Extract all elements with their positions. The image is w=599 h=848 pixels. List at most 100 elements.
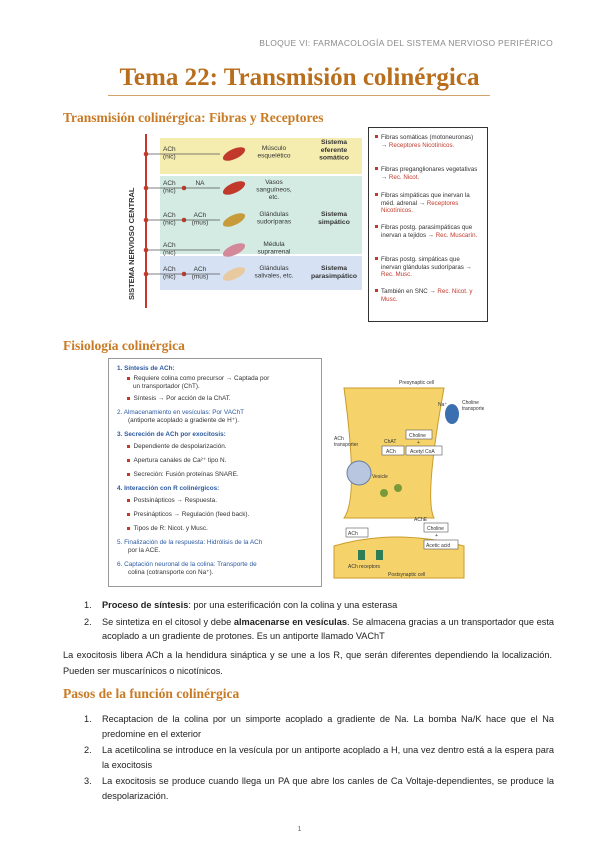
system-label: Sistema xyxy=(321,211,347,218)
neurotransmitter-label: (mus) xyxy=(192,274,209,281)
neurotransmitter-label: ACh xyxy=(163,266,176,273)
choline-transporter-shape xyxy=(445,404,459,424)
synapse-label-ache: AChE xyxy=(414,517,428,523)
organ-icon xyxy=(222,147,246,161)
fiber-origin xyxy=(143,185,149,191)
section-heading-fibras: Transmisión colinérgica: Fibras y Recept… xyxy=(63,110,324,125)
parasympathetic-band xyxy=(160,256,362,290)
synthesis-list: 1.Proceso de síntesis: por una esterific… xyxy=(84,598,554,646)
synapse-label-choline-transporter: transporter xyxy=(462,406,484,412)
synapse-label-na: Na⁺ xyxy=(438,402,447,408)
synapse-label-plus: + xyxy=(417,440,420,446)
physiology-step-line: 5. Finalización de la respuesta: Hidróli… xyxy=(117,539,263,546)
receptor-item: Fibras simpáticas que inervan la méd. ad… xyxy=(375,192,481,215)
neurotransmitter-label: ACh xyxy=(163,180,176,187)
system-label: Sistema xyxy=(321,265,347,272)
system-label: Sistema xyxy=(321,139,347,146)
system-label: eferente xyxy=(321,147,348,154)
physiology-step-line: Postsinápticos → Respuesta. xyxy=(127,497,217,505)
neurotransmitter-label: ACh xyxy=(163,146,176,153)
organ-icon xyxy=(222,243,246,257)
organ-icon xyxy=(222,267,246,281)
neurotransmitter-label: (mus) xyxy=(192,220,209,227)
physiology-step-line: Presinápticos → Regulación (feed back). xyxy=(127,511,249,519)
receptor-item: Fibras somáticas (motoneuronas) → Recept… xyxy=(375,134,481,149)
section-heading-fisiologia: Fisiología colinérgica xyxy=(63,338,185,353)
neurotransmitter-label: ACh xyxy=(194,212,207,219)
synapse-label-presynaptic: Presynaptic cell xyxy=(399,380,434,386)
somatic-band xyxy=(160,138,362,174)
physiology-step-line: por la ACE. xyxy=(128,547,161,554)
receptor-item: Fibras postg. parasimpáticas que inervan… xyxy=(375,224,481,239)
receptor-item: También en SNC → Rec. Nicot. y Musc. xyxy=(375,288,481,303)
organ-icon xyxy=(222,213,246,227)
physiology-step-line: (antiporte acoplado a gradiente de H⁺). xyxy=(128,417,240,424)
organ-label: Glándulas xyxy=(259,265,289,272)
organ-label: Médula xyxy=(263,241,285,248)
system-label: simpático xyxy=(318,219,350,226)
physiology-step-line: 3. Secreción de ACh por exocitosis: xyxy=(117,431,226,438)
neurotransmitter-label: ACh xyxy=(163,242,176,249)
synapse-label-chat: ChAT xyxy=(384,439,396,445)
organ-label: Glándulas xyxy=(259,211,289,218)
synapse-label-acetic-acid: Acetic acid xyxy=(426,543,450,549)
neurotransmitter-label: (nic) xyxy=(163,274,176,281)
synapse-label-ach-transporter: transporter xyxy=(334,442,359,448)
physiology-steps-list: 1. Síntesis de ACh:Requiere colina como … xyxy=(108,358,322,587)
organ-label: esquelético xyxy=(258,153,291,160)
physiology-step-line: un transportador (ChT). xyxy=(133,383,200,390)
page-number: 1 xyxy=(297,826,302,833)
list-item: 2.Se sintetiza en el citosol y debe alma… xyxy=(84,616,554,642)
physiology-step-line: Síntesis → Por acción de la ChAT. xyxy=(127,395,231,403)
receptor-shape xyxy=(358,550,365,560)
neurotransmitter-label: (nic) xyxy=(163,220,176,227)
section-heading-pasos: Pasos de la función colinérgica xyxy=(63,686,240,701)
sympathetic-band xyxy=(160,176,362,254)
fiber-origin xyxy=(143,247,149,253)
list-item: 3.La exocitosis se produce cuando llega … xyxy=(84,776,554,801)
running-header: BLOQUE VI: FARMACOLOGÍA DEL SISTEMA NERV… xyxy=(259,38,553,48)
physiology-step-line: Requiere colina como precursor → Captada… xyxy=(127,375,269,383)
synapse-label-choline: Choline xyxy=(409,433,426,439)
steps-list: 1.Recaptacion de la colina por un simpor… xyxy=(84,712,554,805)
physiology-figure: 1. Síntesis de ACh:Requiere colina como … xyxy=(108,358,484,587)
organ-icon xyxy=(222,181,246,195)
vesicle xyxy=(346,460,372,486)
list-item: 2.La acetilcolina se introduce en la ves… xyxy=(84,745,554,770)
synapse-label-ach-receptors: ACh receptors xyxy=(348,564,380,570)
receptor-summary-box: Fibras somáticas (motoneuronas) → Recept… xyxy=(368,127,488,322)
synapse-label-choline-transporter: Choline xyxy=(462,400,479,406)
synapse-label-plus-cleft: + xyxy=(435,533,438,539)
organ-label: Músculo xyxy=(262,145,287,152)
neurotransmitter-label: ACh xyxy=(194,266,207,273)
organ-label: etc. xyxy=(269,194,280,201)
physiology-step-line: Tipos de R: Nicot. y Musc. xyxy=(127,525,208,533)
page-title: Tema 22: Transmisión colinérgica xyxy=(119,64,480,91)
organ-label: Vasos xyxy=(265,179,283,186)
system-label: somático xyxy=(319,155,349,162)
physiology-step-line: Apertura canales de Ca²⁺ tipo N. xyxy=(127,457,226,465)
synapse-label-ach: ACh xyxy=(386,449,396,455)
fiber-origin xyxy=(143,271,149,277)
fiber-origin xyxy=(143,151,149,157)
synapse-label-choline-cleft: Choline xyxy=(427,526,444,532)
list-item: 1.Recaptacion de la colina por un simpor… xyxy=(84,714,554,739)
neurotransmitter-label: (nic) xyxy=(163,188,176,195)
physiology-step-line: Dependiente de despolarización. xyxy=(127,443,227,451)
organ-label: salivales, etc. xyxy=(254,273,293,280)
neurotransmitter-label: NA xyxy=(195,180,205,187)
exocytosis-paragraph: La exocitosis libera ACh a la hendidura … xyxy=(63,650,552,676)
organ-label: sudoríparas xyxy=(257,219,292,226)
physiology-step-line: Secreción: Fusión proteínas SNARE. xyxy=(127,471,239,479)
synapse-label-postsynaptic: Postsynaptic cell xyxy=(388,572,425,578)
fiber-origin xyxy=(143,217,149,223)
receptor-item: Fibras preganglionares vegetativas → Rec… xyxy=(375,166,481,181)
synapse-label-vesicle: Vesicle xyxy=(372,474,388,480)
neurotransmitter-label: (nic) xyxy=(163,250,176,257)
organ-label: sanguíneos, xyxy=(256,187,292,194)
side-label: SISTEMA NERVIOSO CENTRAL xyxy=(127,187,136,300)
physiology-step-line: 2. Almacenamiento en vesículas: Por VACh… xyxy=(117,409,245,416)
physiology-step-line: colina (cotransporte con Na⁺). xyxy=(128,569,214,576)
receptor-item: Fibras postg. simpáticas que inervan glá… xyxy=(375,256,481,279)
system-label: parasimpático xyxy=(311,273,357,280)
